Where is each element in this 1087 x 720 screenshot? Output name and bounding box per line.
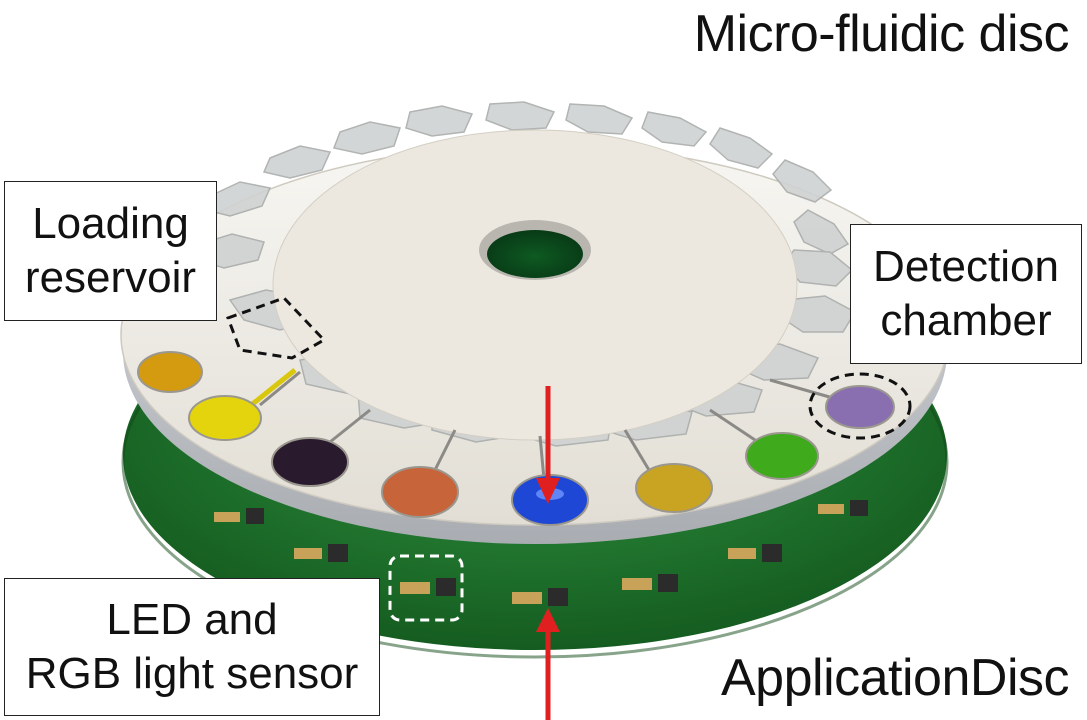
microfluidic-disc (120, 76, 950, 544)
detection-chamber-highlight (808, 372, 912, 440)
red-arrow-top (536, 386, 560, 504)
led-sensor-label-line2: RGB light sensor (25, 649, 359, 698)
led-sensor-highlight (388, 554, 464, 622)
detection-chamber-label: Detection chamber (850, 224, 1082, 364)
loading-reservoir-highlight (226, 296, 327, 360)
microfluidic-disc-title: Micro-fluidic disc (693, 5, 1070, 63)
loading-reservoir-label-line2: reservoir (24, 253, 197, 302)
loading-reservoir-label: Loading reservoir (4, 181, 217, 321)
led-sensor-label: LED and RGB light sensor (4, 578, 380, 716)
detection-chamber-label-line2: chamber (880, 296, 1052, 345)
application-disc-title: ApplicationDisc (721, 649, 1070, 707)
led-sensor-modules (214, 500, 868, 606)
detection-chamber-label-line1: Detection (873, 242, 1059, 292)
loading-reservoir-label-line1: Loading (32, 199, 189, 249)
red-arrow-bottom (536, 608, 560, 720)
led-sensor-label-line1: LED and (106, 595, 278, 645)
